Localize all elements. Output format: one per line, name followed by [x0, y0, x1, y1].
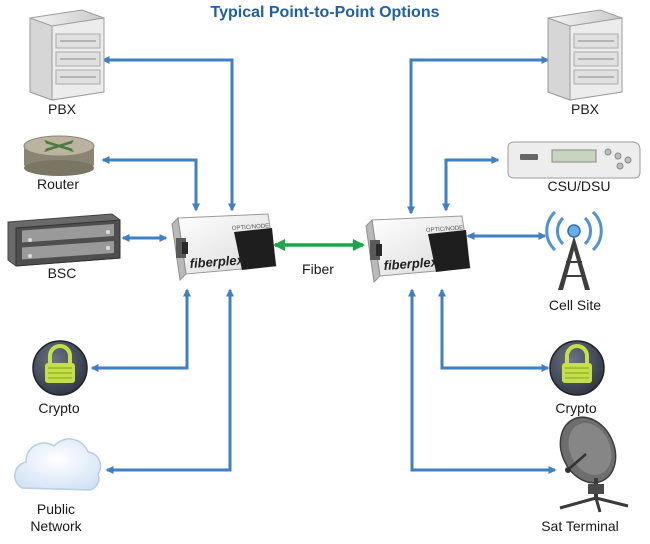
diagram-title: Typical Point-to-Point Options: [210, 4, 439, 21]
connector-right-sat-terminal: [408, 288, 557, 474]
router-label: Router: [37, 176, 79, 192]
right-fiberplex-unit: OPTIC/NODE fiberplex: [365, 215, 471, 284]
connector-right-pbx: [407, 56, 550, 215]
cell-site-label: Cell Site: [549, 297, 601, 313]
router-icon: [23, 135, 95, 176]
connector-right-crypto: [438, 288, 550, 372]
left-fiberplex-unit: OPTIC/NODE fiberplex: [171, 213, 277, 282]
right-unit-model-text: OPTIC/NODE: [426, 225, 464, 234]
cloud-icon: [14, 438, 102, 491]
connector-left-public-network: [105, 288, 234, 474]
right-pbx-icon: [547, 9, 623, 101]
right-unit-brand-text: fiberplex: [383, 254, 439, 273]
connector-left-router: [101, 156, 200, 212]
cell-tower-icon: [545, 210, 603, 290]
right-pbx-label: PBX: [571, 101, 600, 117]
right-connectors: [407, 56, 557, 474]
fiber-label: Fiber: [302, 261, 334, 277]
sat-terminal-label: Sat Terminal: [541, 518, 619, 534]
fiber-link: Fiber: [273, 239, 365, 277]
left-unit-brand-text: fiberplex: [189, 252, 245, 271]
bsc-label: BSC: [48, 265, 77, 281]
connector-right-csu-dsu: [442, 156, 500, 212]
csu-dsu-label: CSU/DSU: [547, 178, 610, 194]
satellite-dish-icon: [559, 416, 629, 513]
left-crypto-label: Crypto: [38, 400, 79, 416]
left-pbx-label: PBX: [48, 101, 77, 117]
right-crypto-lock-icon: [549, 340, 605, 396]
left-pbx-icon: [29, 9, 105, 101]
csu-dsu-icon: [507, 141, 641, 179]
left-connectors: [90, 56, 236, 474]
connector-left-crypto: [90, 288, 191, 372]
right-crypto-label: Crypto: [555, 400, 596, 416]
left-crypto-lock-icon: [32, 340, 88, 396]
bsc-icon: [7, 213, 121, 267]
connector-left-pbx: [101, 56, 236, 212]
public-network-label-line1: Public: [37, 501, 75, 517]
left-unit-model-text: OPTIC/NODE: [232, 223, 270, 232]
public-network-label-line2: Network: [30, 518, 82, 534]
